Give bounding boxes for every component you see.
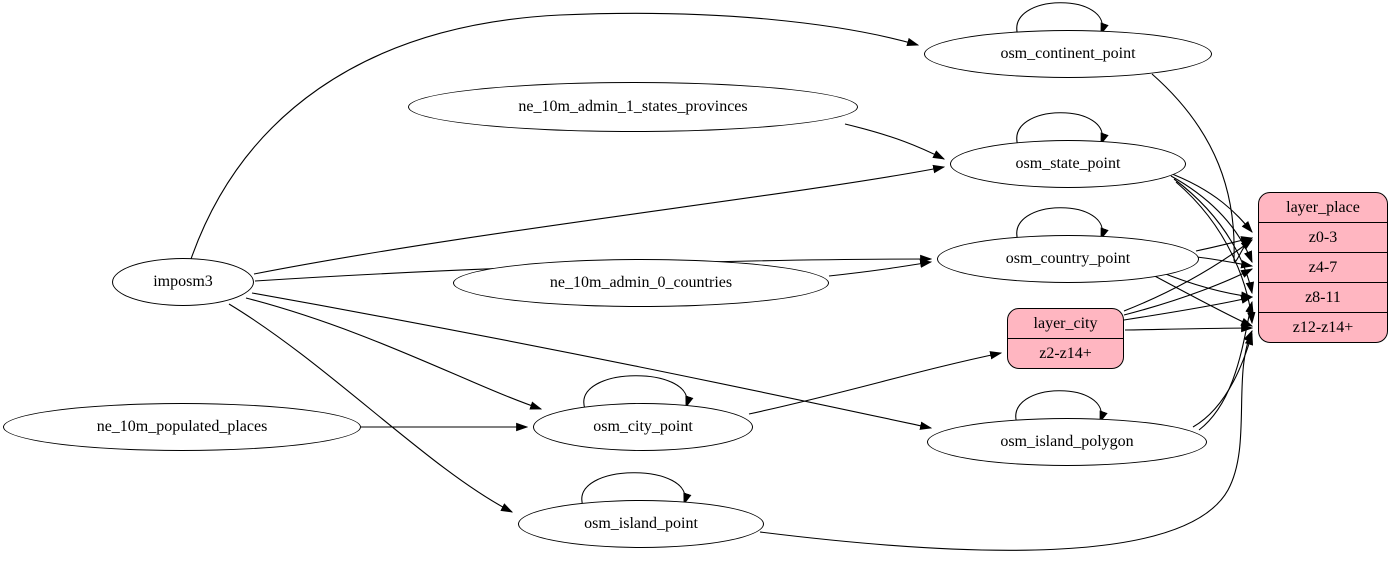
node-osm_state_point: osm_state_point (950, 140, 1186, 188)
self-loop-osm_island_point (581, 472, 692, 507)
edge-imposm3-osm_state_point (253, 164, 946, 275)
edge-layer_city-layer_place-z12-z14 (1124, 323, 1254, 333)
edge-osm_state_point-layer_place-z4-7 (1170, 175, 1253, 264)
self-loop-osm_island_polygon (1015, 390, 1108, 425)
self-loop-osm_state_point (1016, 112, 1109, 147)
edge-osm_state_point-layer_place-z0-3 (1166, 171, 1253, 233)
node-layer_city: layer_city z2-z14+ (1007, 308, 1124, 369)
record-row-z4-7: z4-7 (1259, 252, 1387, 282)
edge-osm_country_point-layer_place-z0-3 (1195, 236, 1254, 252)
node-label: osm_island_polygon (1000, 433, 1134, 450)
edge-layer_city-layer_place-z8-11 (1123, 295, 1254, 321)
record-header: layer_place (1286, 199, 1360, 216)
node-layer_place: layer_place z0-3 z4-7 z8-11 z12-z14+ (1258, 192, 1388, 343)
edge-osm_island_point-layer_place-z12-z14 (759, 329, 1253, 551)
edge-osm_country_point-layer_place-z4-7 (1196, 256, 1254, 269)
node-osm_continent_point: osm_continent_point (924, 30, 1212, 78)
edge-osm_country_point-layer_place-z12-z14 (1150, 273, 1254, 327)
edge-imposm3-osm_city_point (245, 297, 543, 410)
node-imposm3: imposm3 (112, 258, 254, 306)
node-label: osm_continent_point (1000, 45, 1136, 62)
node-label: osm_city_point (593, 418, 693, 435)
edge-osm_state_point-layer_place-z8-11 (1173, 178, 1255, 295)
node-ne_10m_admin_0_countries: ne_10m_admin_0_countries (453, 259, 829, 307)
edge-layer_city-layer_place-z4-7 (1123, 268, 1254, 316)
node-label: ne_10m_admin_1_states_provinces (518, 98, 748, 115)
node-ne_10m_populated_places: ne_10m_populated_places (3, 403, 361, 451)
edge-osm_city_point-layer_city-z2-z14 (748, 351, 1003, 415)
node-osm_city_point: osm_city_point (533, 403, 753, 451)
node-osm_country_point: osm_country_point (937, 235, 1199, 283)
edge-osm_island_polygon-layer_place-z8-11 (1198, 300, 1254, 431)
node-ne_10m_admin_1_states_provinces: ne_10m_admin_1_states_provinces (408, 82, 858, 132)
edge-imposm3-osm_island_point (228, 303, 514, 513)
edge-ne_10m_admin_1_states_provinces-osm_state_point (844, 123, 946, 160)
node-label: osm_island_point (584, 515, 698, 532)
edge-osm_continent_point-layer_place-z0-3 (1151, 73, 1254, 263)
edge-osm_island_polygon-layer_place-z12-z14 (1192, 332, 1254, 428)
edge-ne_10m_admin_0_countries-osm_country_point (828, 259, 933, 277)
edge-imposm3-osm_continent_point (190, 12, 920, 260)
self-loop-osm_continent_point (1016, 2, 1109, 37)
node-label: osm_state_point (1015, 155, 1121, 172)
node-osm_island_polygon: osm_island_polygon (927, 418, 1207, 466)
node-label: imposm3 (153, 273, 213, 290)
self-loop-osm_city_point (583, 375, 694, 410)
node-label: ne_10m_admin_0_countries (549, 274, 733, 291)
record-row-z12-z14: z12-z14+ (1259, 312, 1387, 342)
node-label: ne_10m_populated_places (96, 418, 268, 435)
record-row-z2-z14: z2-z14+ (1008, 338, 1123, 368)
edge-layer_city-layer_place-z0-3 (1123, 239, 1253, 312)
record-row-z8-11: z8-11 (1259, 282, 1387, 312)
node-label: osm_country_point (1005, 250, 1131, 267)
edge-osm_country_point-layer_place-z8-11 (1157, 270, 1254, 300)
record-row-z0-3: z0-3 (1259, 222, 1387, 252)
edge-imposm3-osm_island_polygon (251, 292, 933, 430)
self-loop-osm_country_point (1016, 207, 1109, 242)
record-header: layer_city (1033, 315, 1098, 332)
node-osm_island_point: osm_island_point (518, 500, 764, 548)
